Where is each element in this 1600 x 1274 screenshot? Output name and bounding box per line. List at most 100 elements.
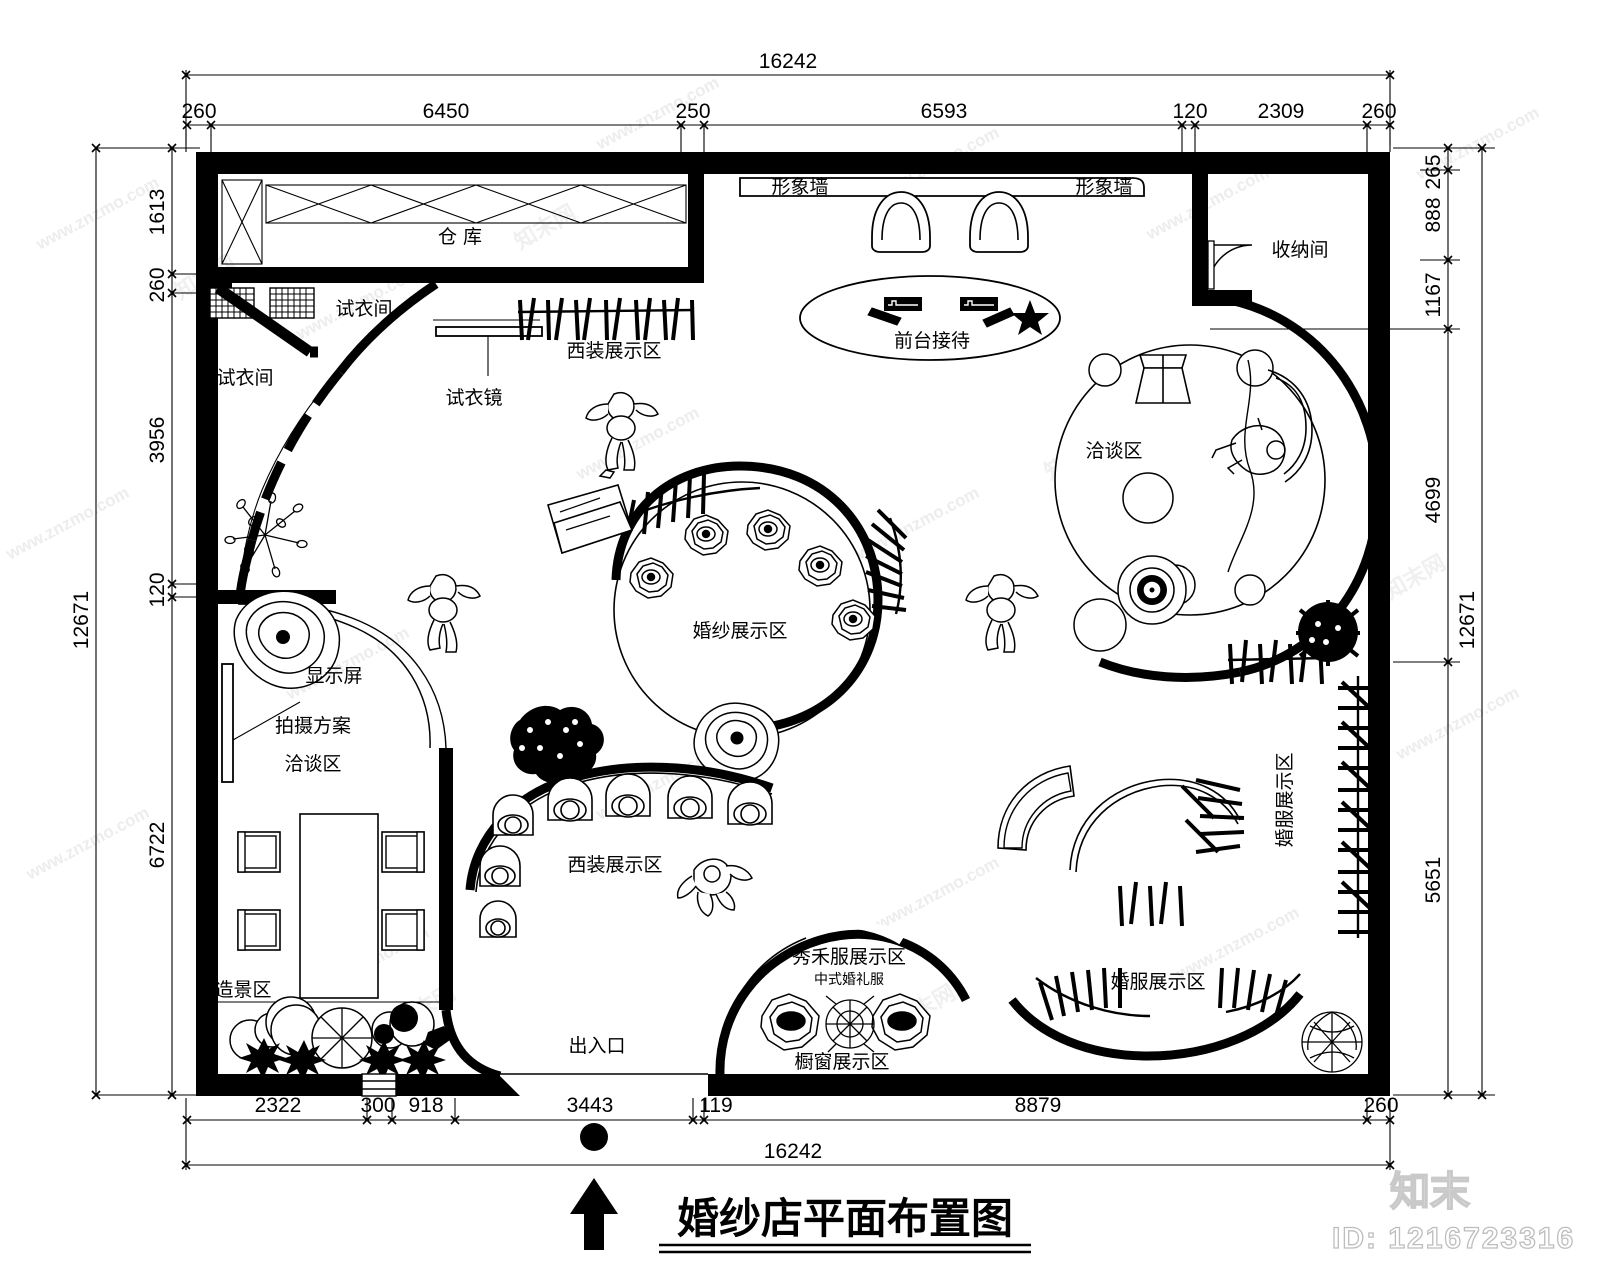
label-image-wall-right: 形象墙 — [1075, 176, 1132, 198]
label-xiuhe-display: 秀禾服展示区 — [792, 946, 906, 968]
consult-sofa — [1134, 354, 1192, 404]
fitting-seat-2 — [269, 287, 315, 319]
xiuhe-mannequins — [760, 993, 931, 1051]
label-wedding-wear-right: 婚服展示区 — [1274, 752, 1296, 847]
fitting-mirror-and-suit-top — [433, 297, 695, 376]
dim-right-2: 888 — [1422, 197, 1445, 232]
watermark-tiles: www.znzmo.com www.znzmo.com www.znzmo.co… — [2, 73, 1542, 1035]
room-warehouse — [218, 174, 704, 283]
dim-bottom-2: 300 — [360, 1094, 395, 1117]
decor-shrub-center — [510, 705, 604, 783]
dim-left-5: 6722 — [146, 822, 169, 869]
decor-tree-left — [224, 492, 308, 578]
north-arrow — [570, 1123, 618, 1250]
dim-top-1: 260 — [181, 100, 216, 123]
arch-seat-2 — [969, 191, 1029, 253]
dim-overall-left: 12671 — [70, 591, 93, 649]
reception-desk-2 — [960, 297, 998, 311]
reception-area — [799, 191, 1061, 361]
label-wedding-wear-bottom: 婚服展示区 — [1110, 971, 1205, 993]
dim-top-7: 260 — [1361, 100, 1396, 123]
clothes-rack-curved-mid — [1118, 778, 1245, 927]
svg-text:www.znzmo.com: www.znzmo.com — [1392, 683, 1522, 764]
reception-desk-1 — [884, 297, 922, 311]
label-storage-room: 收纳间 — [1271, 239, 1328, 261]
photo-plan-consult-area — [218, 590, 502, 1097]
svg-text:www.znzmo.com: www.znzmo.com — [32, 173, 162, 254]
arc-sofa-right — [997, 765, 1075, 851]
svg-text:知末网: 知末网 — [1380, 550, 1450, 606]
label-window-display: 橱窗展示区 — [794, 1051, 889, 1073]
label-fitting-room-1: 试衣间 — [335, 298, 392, 320]
center-sofa — [547, 484, 634, 555]
dim-overall-right: 12671 — [1456, 591, 1479, 649]
wedding-wear-right-display — [997, 600, 1378, 1073]
label-consultation-area: 洽谈区 — [1085, 440, 1142, 462]
label-display-screen: 显示屏 — [305, 665, 362, 687]
title-block: 婚纱店平面布置图 — [570, 1123, 1031, 1254]
photo-area-flower — [233, 590, 340, 689]
svg-text:www.znzmo.com: www.znzmo.com — [2, 483, 132, 564]
room-fitting — [209, 280, 439, 604]
arch-seat-1 — [871, 191, 931, 253]
dim-bottom-1: 2322 — [255, 1094, 302, 1117]
dim-right-3: 1167 — [1422, 272, 1445, 317]
label-fitting-mirror: 试衣镜 — [445, 387, 502, 409]
dim-right-5: 5651 — [1422, 857, 1445, 904]
dim-left-3: 3956 — [146, 417, 169, 464]
watermark-id: ID: 1216723316 — [1332, 1222, 1575, 1255]
dim-right-1: 265 — [1422, 154, 1445, 189]
shrub-right-mid — [1296, 600, 1360, 666]
shrub-cluster — [239, 1038, 446, 1081]
label-photo-plan-consult: 拍摄方案 — [275, 715, 351, 737]
clothes-rack-top — [518, 297, 695, 341]
plan-text-labels: 16242 260 6450 250 6593 120 2309 260 126… — [70, 50, 1479, 1163]
dim-overall-top: 16242 — [759, 50, 817, 73]
dim-left-2: 260 — [146, 267, 169, 302]
window-display-wheel — [825, 995, 875, 1053]
dim-left-1: 1613 — [146, 189, 169, 236]
entrance-opening — [500, 1073, 708, 1096]
dim-top-5: 120 — [1172, 100, 1207, 123]
shrub-bottom-right — [1301, 1011, 1363, 1073]
label-reception: 前台接待 — [894, 330, 970, 352]
suit-display-mid — [465, 762, 774, 938]
landscape-plants — [229, 996, 450, 1097]
reception-plant — [1011, 300, 1049, 335]
dim-left-4: 120 — [146, 572, 169, 607]
label-entrance: 出入口 — [568, 1035, 625, 1057]
svg-text:www.znzmo.com: www.znzmo.com — [22, 803, 152, 884]
label-landscape-area: 造景区 — [214, 979, 271, 1001]
dim-right-4: 4699 — [1422, 477, 1445, 524]
watermark-brand: 知末 — [1390, 1170, 1470, 1214]
dim-top-6: 2309 — [1258, 100, 1305, 123]
brand-watermark: 知末 ID: 1216723316 — [1331, 1169, 1575, 1255]
label-image-wall-left: 形象墙 — [771, 176, 828, 198]
dim-overall-bottom: 16242 — [764, 1140, 822, 1163]
dim-top-4: 6593 — [921, 100, 968, 123]
building-walls — [196, 152, 1390, 1096]
clothes-rack-bottom-right — [1038, 967, 1288, 1021]
consult-table — [1117, 555, 1187, 625]
dimension-chain-right — [1210, 143, 1495, 1100]
consultation-area — [1054, 295, 1383, 682]
label-suit-display-top: 西装展示区 — [566, 340, 661, 362]
label-xiuhe-sub: 中式婚礼服 — [814, 972, 884, 988]
svg-text:知末网: 知末网 — [510, 200, 580, 256]
wedding-dress-display — [547, 461, 908, 783]
xiuhe-window-display — [715, 917, 971, 1077]
suit-hanger-group — [479, 773, 773, 938]
center-plant-flower — [693, 702, 780, 783]
dim-bottom-7: 260 — [1363, 1094, 1398, 1117]
dim-bottom-5: 119 — [699, 1094, 732, 1117]
dim-bottom-3: 918 — [408, 1094, 443, 1117]
dim-top-2: 6450 — [423, 100, 470, 123]
dim-top-3: 250 — [675, 100, 710, 123]
label-suit-display-mid: 西装展示区 — [567, 854, 662, 876]
drawing-title: 婚纱店平面布置图 — [677, 1194, 1013, 1243]
label-photo-plan-consult-2: 洽谈区 — [284, 753, 341, 775]
person-figure-consult — [1211, 417, 1286, 475]
dimension-chain-top — [181, 70, 1395, 152]
label-fitting-room-2: 试衣间 — [216, 367, 273, 389]
